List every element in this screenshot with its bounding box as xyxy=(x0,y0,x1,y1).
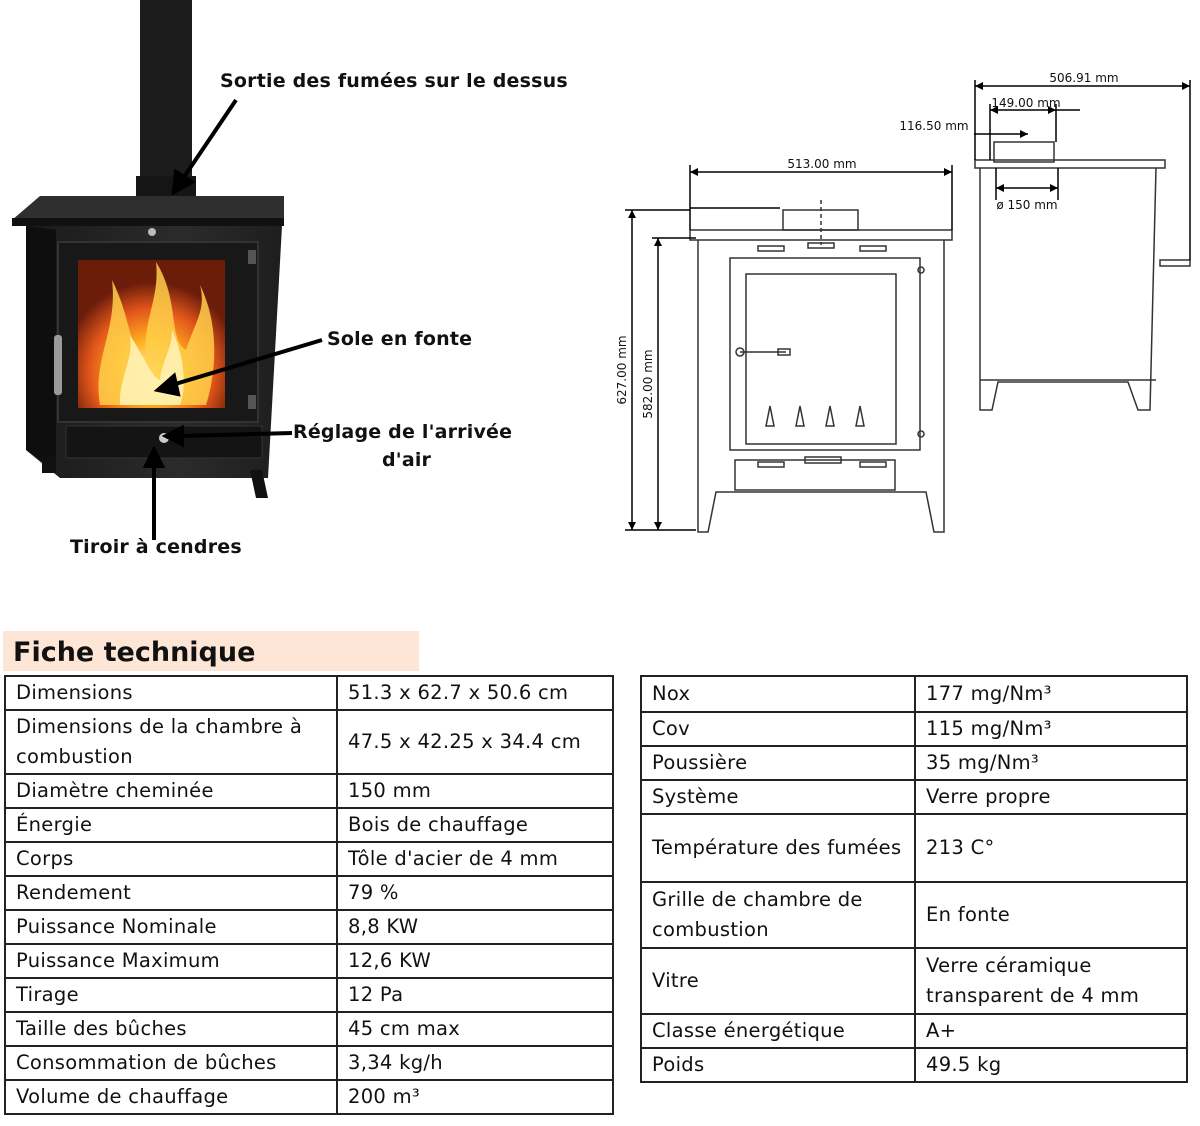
spec-label: Poussière xyxy=(640,745,916,781)
spec-value: 12 Pa xyxy=(336,977,614,1013)
front-flue-collar xyxy=(782,209,859,231)
spec-value: A+ xyxy=(914,1013,1188,1049)
spec-value: 49.5 kg xyxy=(914,1047,1188,1083)
dim-flue-offset: 149.00 mm xyxy=(991,96,1060,110)
spec-value: En fonte xyxy=(914,881,1188,949)
dim-side-offset: 116.50 mm xyxy=(899,119,968,133)
spec-label: Système xyxy=(640,779,916,815)
flue-pipe xyxy=(140,0,192,180)
spec-value: 213 C° xyxy=(914,813,1188,883)
spec-value: Tôle d'acier de 4 mm xyxy=(336,841,614,877)
top-plate xyxy=(12,196,284,220)
callout-air-control-1: Réglage de l'arrivée xyxy=(293,421,513,443)
side-top-plate xyxy=(974,159,1166,169)
spec-label: Dimensions de la chambre à combustion xyxy=(4,709,338,775)
dim-flue-diameter: ø 150 mm xyxy=(996,198,1057,212)
spec-value: 79 % xyxy=(336,875,614,911)
spec-label: Rendement xyxy=(4,875,338,911)
spec-label: Température des fumées xyxy=(640,813,916,883)
spec-label: Cov xyxy=(640,711,916,747)
spec-value: Bois de chauffage xyxy=(336,807,614,843)
spec-label: Puissance Maximum xyxy=(4,943,338,979)
spec-value: Verre propre xyxy=(914,779,1188,815)
technical-drawing: 513.00 mm 506.91 mm 149.00 mm 116.50 mm … xyxy=(615,71,1191,533)
callout-ash-drawer: Tiroir à cendres xyxy=(70,536,242,558)
spec-label: Diamètre cheminée xyxy=(4,773,338,809)
dim-height-body: 582.00 mm xyxy=(641,349,655,418)
spec-value: 177 mg/Nm³ xyxy=(914,675,1188,713)
callout-flue-outlet: Sortie des fumées sur le dessus xyxy=(220,70,568,92)
spec-value: 35 mg/Nm³ xyxy=(914,745,1188,781)
callout-air-control-2: d'air xyxy=(382,449,432,471)
spec-value: 51.3 x 62.7 x 50.6 cm xyxy=(336,675,614,711)
dim-depth-total: 506.91 mm xyxy=(1049,71,1118,85)
spec-label: Consommation de bûches xyxy=(4,1045,338,1081)
spec-value: 200 m³ xyxy=(336,1079,614,1115)
spec-label: Grille de chambre de combustion xyxy=(640,881,916,949)
dim-height-total: 627.00 mm xyxy=(615,335,629,404)
spec-label: Puissance Nominale xyxy=(4,909,338,945)
spec-value: 45 cm max xyxy=(336,1011,614,1047)
fiche-technique-title: Fiche technique xyxy=(3,631,419,671)
stove-photo xyxy=(12,0,323,540)
spec-value: Verre céramique transparent de 4 mm xyxy=(914,947,1188,1015)
spec-value: 47.5 x 42.25 x 34.4 cm xyxy=(336,709,614,775)
spec-label: Tirage xyxy=(4,977,338,1013)
dim-width: 513.00 mm xyxy=(787,157,856,171)
callout-cast-iron-hearth: Sole en fonte xyxy=(327,328,473,350)
door-handle xyxy=(54,335,62,395)
spec-label: Dimensions xyxy=(4,675,338,711)
spec-label: Vitre xyxy=(640,947,916,1015)
spec-value: 3,34 kg/h xyxy=(336,1045,614,1081)
spec-label: Taille des bûches xyxy=(4,1011,338,1047)
spec-value: 12,6 KW xyxy=(336,943,614,979)
spec-label: Nox xyxy=(640,675,916,713)
spec-label: Volume de chauffage xyxy=(4,1079,338,1115)
spec-label: Énergie xyxy=(4,807,338,843)
spec-value: 115 mg/Nm³ xyxy=(914,711,1188,747)
spec-label: Corps xyxy=(4,841,338,877)
spec-label: Poids xyxy=(640,1047,916,1083)
spec-value: 8,8 KW xyxy=(336,909,614,945)
spec-value: 150 mm xyxy=(336,773,614,809)
spec-label: Classe énergétique xyxy=(640,1013,916,1049)
